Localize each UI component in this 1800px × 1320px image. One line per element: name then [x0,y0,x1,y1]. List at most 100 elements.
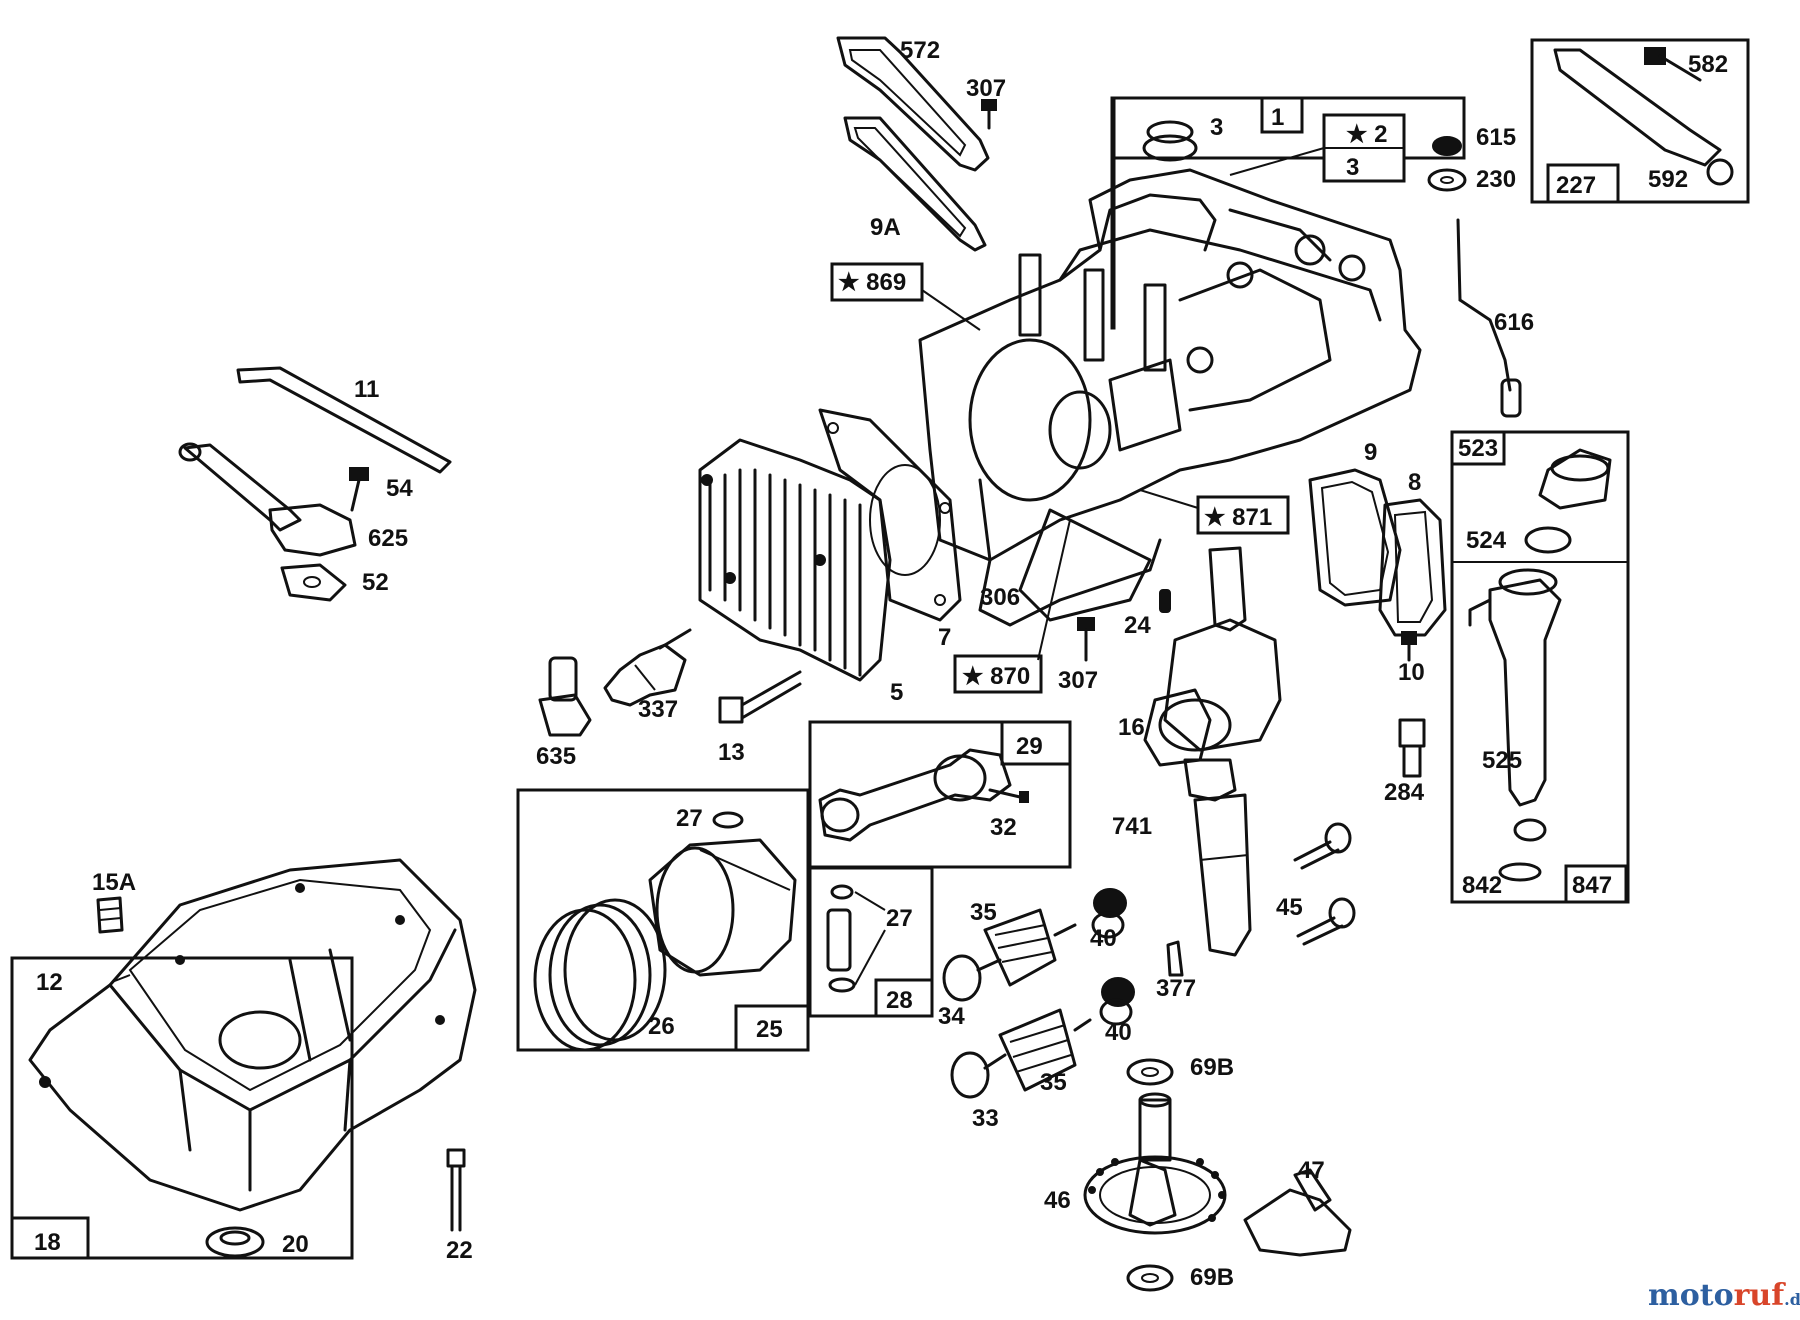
tag-870-box [953,654,1043,694]
label-871: ★ 871 [1204,504,1272,531]
label-9a: 9A [870,214,901,241]
label-870: ★ 870 [962,663,1030,690]
plug-15a [96,896,124,934]
tag-871-box [1196,495,1290,535]
washer-69b-upper [1126,1058,1174,1086]
washer-230 [1427,168,1467,192]
piston-assembly [516,788,810,1052]
spark-plug-boot-635 [538,656,592,737]
label-69b-upper: 69B [1190,1054,1234,1081]
label-46: 46 [1044,1187,1071,1214]
label-35-lower: 35 [1040,1069,1067,1096]
watermark: motoruf.de [1648,1278,1800,1313]
label-307-top: 307 [966,75,1006,102]
label-1: 1 [1271,104,1284,131]
camshaft-46 [1083,1092,1227,1235]
label-524: 524 [1466,527,1507,554]
head-gasket-7 [818,408,962,622]
label-12: 12 [36,969,63,996]
label-230: 230 [1476,166,1516,193]
valve-34 [942,954,1002,1002]
label-847: 847 [1572,872,1612,899]
dipstick-616 [1456,218,1522,418]
label-741: 741 [1112,813,1152,840]
breather-tube-11 [236,366,452,474]
label-592: 592 [1648,166,1688,193]
label-7: 7 [938,624,951,651]
label-842: 842 [1462,872,1502,899]
tag-227-box [1546,163,1620,204]
spark-plug-337 [603,628,692,707]
label-284: 284 [1384,779,1425,806]
gasket-306 [1018,508,1152,622]
valve-33 [950,1051,1007,1099]
tag-869-box [830,262,924,302]
breather-assembly [1530,38,1750,204]
label-35-upper: 35 [970,899,997,926]
breather-cover-8 [1378,498,1447,637]
label-27-piston: 27 [676,805,703,832]
label-40-lower: 40 [1105,1019,1132,1046]
label-22: 22 [446,1237,473,1264]
pin-24 [1159,589,1171,613]
label-34: 34 [938,1003,965,1030]
label-27-pin: 27 [886,905,913,932]
label-54: 54 [386,475,413,502]
tag-1-box [1260,96,1304,134]
label-3-tag: 3 [1346,154,1359,181]
label-25: 25 [756,1016,783,1043]
pins-45 [1293,822,1356,946]
washer-69b-lower [1126,1264,1174,1292]
gasket-52 [280,563,347,602]
label-8: 8 [1408,469,1421,496]
valve-spring-35-upper [983,908,1077,987]
label-52: 52 [362,569,389,596]
sump-assembly [10,858,477,1260]
label-11: 11 [354,376,379,403]
valve-spring-35-lower [998,1008,1092,1092]
label-47: 47 [1298,1157,1325,1184]
label-28: 28 [886,987,913,1014]
screw-307-top [981,99,997,130]
label-18: 18 [34,1229,61,1256]
key-377 [1166,940,1184,977]
label-26: 26 [648,1013,675,1040]
screw-54 [349,467,369,512]
label-15a: 15A [92,869,136,896]
label-615: 615 [1476,124,1516,151]
label-9: 9 [1364,439,1377,466]
cylinder-head-5 [698,438,892,682]
watermark-part3: .de [1784,1290,1800,1309]
bolt-284 [1398,718,1426,778]
label-227: 227 [1556,172,1596,199]
label-306: 306 [980,584,1020,611]
label-16: 16 [1118,714,1145,741]
oil-seal-3 [1142,120,1198,162]
block-bracket-side [1110,96,1116,330]
label-635: 635 [536,743,576,770]
tappet-40-lower [1099,977,1135,1026]
label-10: 10 [1398,659,1425,686]
label-5: 5 [890,679,903,706]
label-377: 377 [1156,975,1196,1002]
label-616: 616 [1494,309,1534,336]
label-625: 625 [368,525,408,552]
crankshaft-16 [1143,546,1282,957]
label-45: 45 [1276,894,1303,921]
bolt-13 [718,670,802,724]
wrist-pin-assembly [808,866,934,1018]
label-572: 572 [900,37,940,64]
label-523: 523 [1458,435,1498,462]
label-3-seal: 3 [1210,114,1223,141]
label-33: 33 [972,1105,999,1132]
label-24: 24 [1124,612,1151,639]
label-2: ★ 2 [1346,121,1388,148]
valve-cover-gasket-9a [843,116,987,252]
governor-47 [1243,1168,1352,1257]
oil-fill-tube-assembly [1450,430,1630,904]
watermark-part1: moto [1648,1278,1734,1313]
label-337: 337 [638,696,678,723]
label-307-lower: 307 [1058,667,1098,694]
